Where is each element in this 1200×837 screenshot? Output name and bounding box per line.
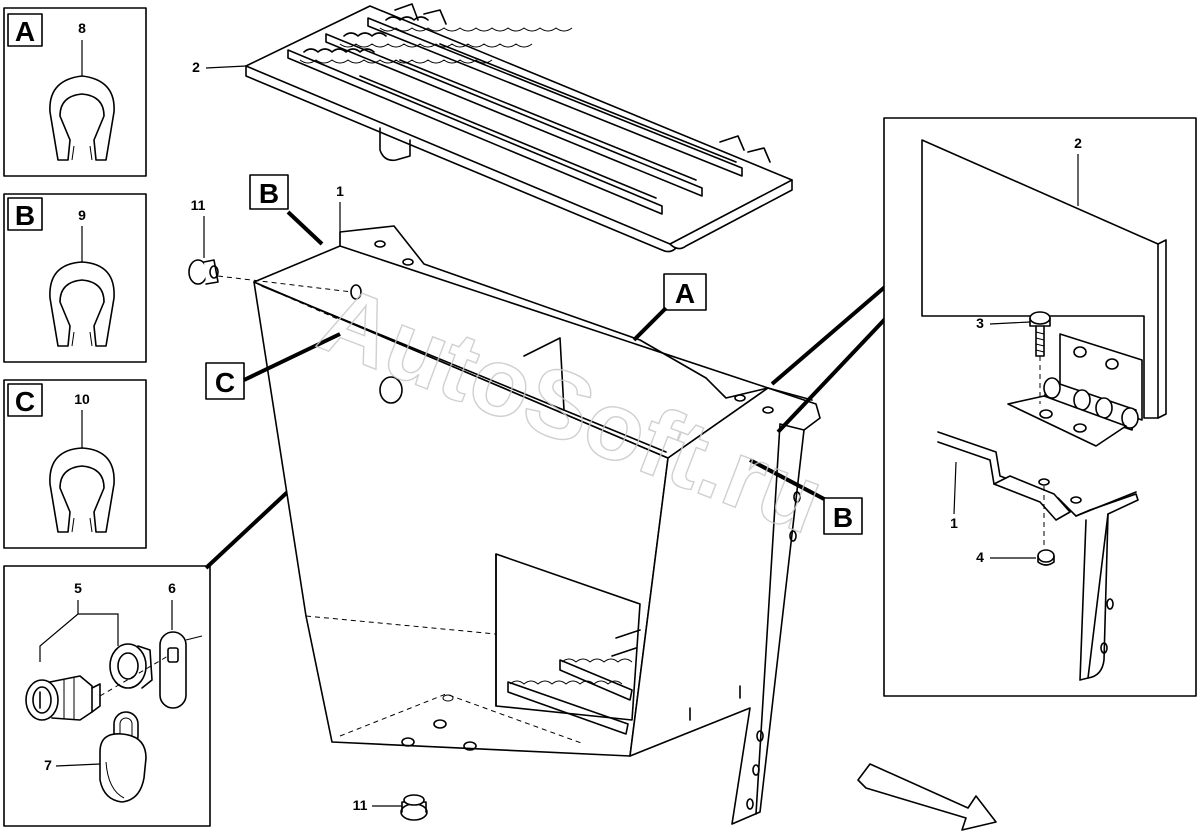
edge-trim-clip-9: [49, 261, 115, 347]
leader-hinge-detail-2: [776, 316, 888, 434]
edge-trim-clip-8: [49, 75, 115, 161]
hinge-nut: [1037, 549, 1055, 566]
callout-4: 4: [976, 549, 984, 565]
grommet-11-bottom: 11: [353, 794, 428, 821]
callout-5: 5: [74, 580, 82, 596]
callout-2-hinge: 2: [1074, 135, 1082, 151]
keyhole: [379, 376, 403, 404]
callout-1-box: 1: [336, 183, 344, 199]
lock-key: [99, 711, 147, 803]
view-marker-b-top: B: [249, 174, 324, 246]
lock-cam-plate: [99, 631, 203, 709]
floor-holes: [401, 694, 477, 751]
hinge-detail-panel: 2 3: [883, 117, 1197, 697]
grommet-11-top: 11: [188, 197, 219, 285]
lock-cylinder: [25, 675, 101, 721]
edge-trim-clip-10: [49, 447, 115, 533]
direction-arrow: [857, 763, 997, 831]
hinge-bolt: [1029, 311, 1051, 404]
battery-box: [217, 225, 821, 825]
callout-8: 8: [78, 20, 86, 36]
callout-11-bottom: 11: [353, 797, 368, 813]
detail-panel-b: B 9: [3, 193, 147, 363]
svg-text:A: A: [675, 278, 695, 309]
callout-6: 6: [168, 580, 176, 596]
callout-9: 9: [78, 207, 86, 223]
callout-7: 7: [44, 757, 52, 773]
lock-nut: [109, 643, 153, 689]
svg-text:B: B: [833, 502, 853, 533]
leader-hinge-detail-1: [770, 284, 888, 386]
svg-text:C: C: [215, 367, 235, 398]
lid-panel: [245, 3, 793, 253]
view-marker-c: C: [205, 332, 341, 400]
view-marker-b-right: B: [749, 458, 863, 535]
detail-panel-c: C 10: [3, 379, 147, 549]
callout-2-lid: 2: [192, 59, 200, 75]
callout-11-top: 11: [191, 197, 206, 213]
flange-holes: [374, 240, 801, 810]
callout-1-hinge: 1: [950, 515, 958, 531]
svg-text:B: B: [259, 178, 279, 209]
callout-3: 3: [976, 315, 984, 331]
callout-10: 10: [74, 391, 90, 407]
view-marker-a: A: [632, 273, 707, 342]
detail-label-a: A: [15, 16, 35, 47]
lock-detail-panel: 5 6: [3, 565, 211, 827]
detail-label-b: B: [15, 200, 35, 231]
detail-panel-a: A 8: [3, 7, 147, 177]
detail-label-c: C: [15, 386, 35, 417]
